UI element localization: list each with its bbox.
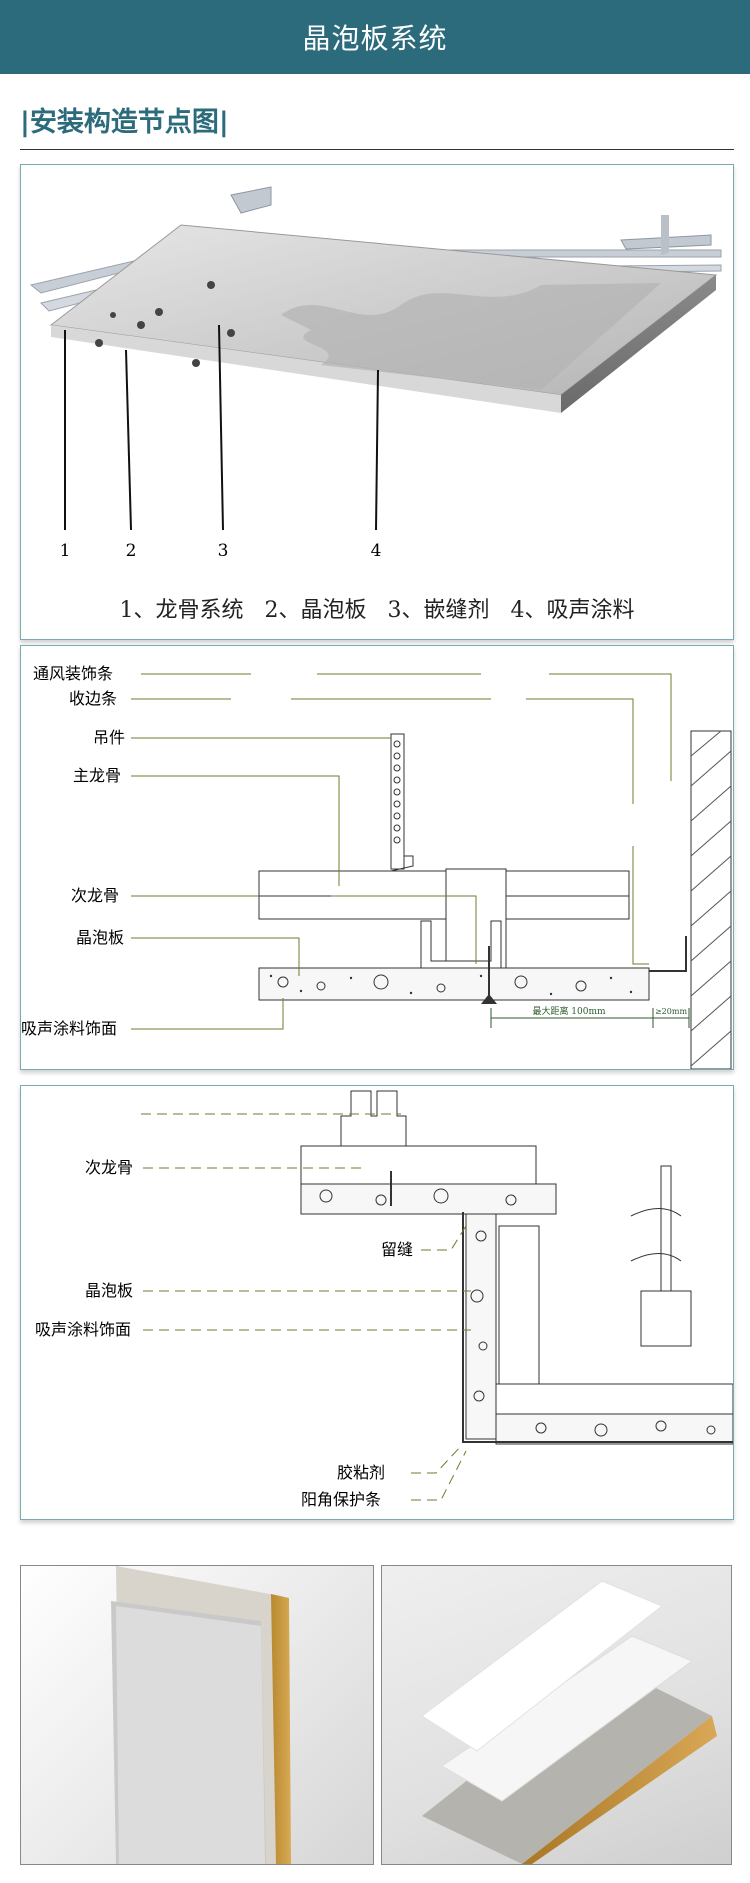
product-photo-layered-panel: [381, 1565, 732, 1865]
label-hanger: 吊件: [93, 728, 125, 747]
board-section: [258, 967, 650, 1001]
coating-area: [281, 283, 661, 390]
upper-board: [300, 1183, 557, 1215]
callout-number-1: 1: [60, 541, 71, 561]
label-secondary-keel: 次龙骨: [71, 886, 119, 905]
corner-detail-figure: 次龙骨 留缝 晶泡板 吸声涂料饰面 胶粘剂 阳角保护条: [20, 1085, 734, 1520]
main-keel: [258, 870, 630, 920]
screw-dots: [95, 281, 235, 367]
callout-number-4: 4: [371, 541, 382, 561]
lower-board: [495, 1413, 733, 1445]
ceiling-system-figure: 1 2 3 4 1、龙骨系统 2、晶泡板 3、嵌缝剂 4、吸声涂料: [20, 164, 734, 640]
dimension-min-text: ≥20mm: [655, 1007, 687, 1016]
label-main-keel: 主龙骨: [73, 766, 121, 785]
product-photo-upright-panel: [20, 1565, 374, 1865]
right-hanger: [630, 1165, 692, 1347]
page-title: 晶泡板系统: [302, 22, 448, 55]
section-title: |安装构造节点图|: [20, 107, 229, 138]
label-gap: 留缝: [381, 1240, 413, 1259]
callout-number-3: 3: [218, 541, 229, 561]
callout-number-2: 2: [126, 541, 137, 561]
edge-strip: [649, 936, 687, 972]
hanger: [390, 733, 414, 872]
edge-detail-figure: 最大距离 100mm ≥20mm 通风装饰条 收边条 吊件 主龙骨 次龙骨 晶泡…: [20, 645, 734, 1070]
label-coating: 吸声涂料饰面: [21, 1019, 117, 1038]
label-board: 晶泡板: [76, 928, 124, 947]
wall-section: [690, 730, 732, 1069]
dimension-line: [490, 1008, 690, 1028]
dimension-max-text: 最大距离 100mm: [532, 1005, 606, 1017]
top-keel-clip: [340, 1090, 407, 1147]
label-adhesive: 胶粘剂: [337, 1463, 385, 1482]
label-corner-guard: 阳角保护条: [301, 1490, 381, 1509]
callout-lines: [64, 324, 379, 531]
edge-detail-drawing: 最大距离 100mm ≥20mm 通风装饰条 收边条 吊件 主龙骨 次龙骨 晶泡…: [21, 664, 732, 1069]
leader-lines: [141, 1113, 471, 1501]
page-header: 晶泡板系统: [0, 0, 750, 74]
corner-guard: [462, 1212, 733, 1443]
label-vent-strip: 通风装饰条: [33, 664, 113, 683]
ceiling-3d-illustration: 1 2 3 4 1、龙骨系统 2、晶泡板 3、嵌缝剂 4、吸声涂料: [29, 186, 722, 623]
leader-lines: [131, 673, 672, 1030]
label-coating: 吸声涂料饰面: [35, 1320, 131, 1339]
label-board: 晶泡板: [85, 1281, 133, 1300]
section-divider: [20, 149, 734, 150]
vertical-board: [465, 1213, 497, 1440]
figure-caption: 1、龙骨系统 2、晶泡板 3、嵌缝剂 4、吸声涂料: [120, 598, 635, 623]
label-secondary-keel: 次龙骨: [85, 1158, 133, 1177]
corner-detail-drawing: 次龙骨 留缝 晶泡板 吸声涂料饰面 胶粘剂 阳角保护条: [35, 1090, 733, 1509]
label-edge-strip: 收边条: [69, 689, 117, 708]
